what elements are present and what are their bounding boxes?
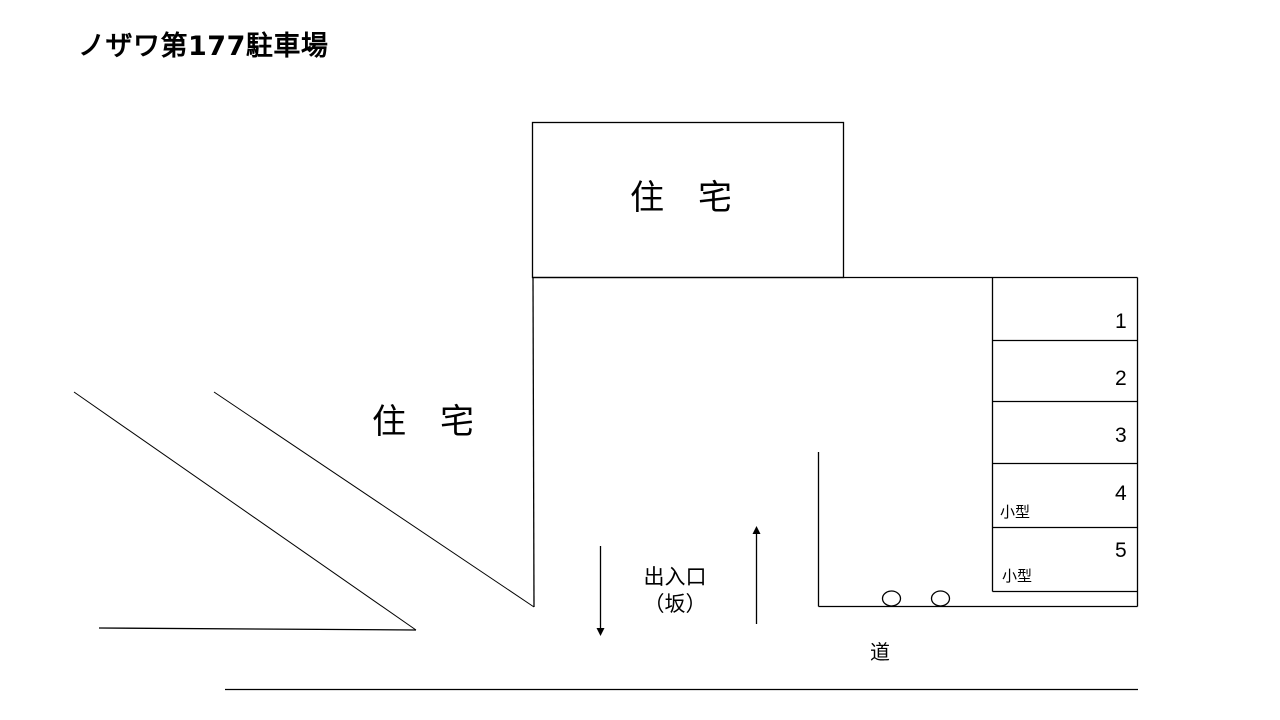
entrance-label-line1: 出入口 <box>643 565 707 589</box>
stall-4-number: 4 <box>1115 482 1127 505</box>
page-title: ノザワ第177駐車場 <box>78 31 329 62</box>
stall-5-note: 小型 <box>1002 567 1033 585</box>
stall-1-number: 1 <box>1115 310 1127 333</box>
bollard-icon <box>881 590 902 607</box>
entrance-label-line2: （坂） <box>643 592 707 617</box>
left-bottom-line <box>98 627 417 631</box>
bollard-icon <box>930 590 951 607</box>
stall-4-note: 小型 <box>1000 503 1031 521</box>
lot-left-edge <box>532 277 535 608</box>
diagonal-line-left <box>73 391 417 631</box>
diagonal-line-right <box>213 391 535 608</box>
road-label: 道 <box>870 640 890 664</box>
house-left-label: 住 宅 <box>372 402 474 442</box>
house-top-label: 住 宅 <box>630 178 732 218</box>
stall-5-number: 5 <box>1115 539 1127 562</box>
stall-3-number: 3 <box>1115 424 1127 447</box>
entrance-label: 出入口 （坂） <box>638 564 712 619</box>
stall-2-number: 2 <box>1115 367 1127 390</box>
